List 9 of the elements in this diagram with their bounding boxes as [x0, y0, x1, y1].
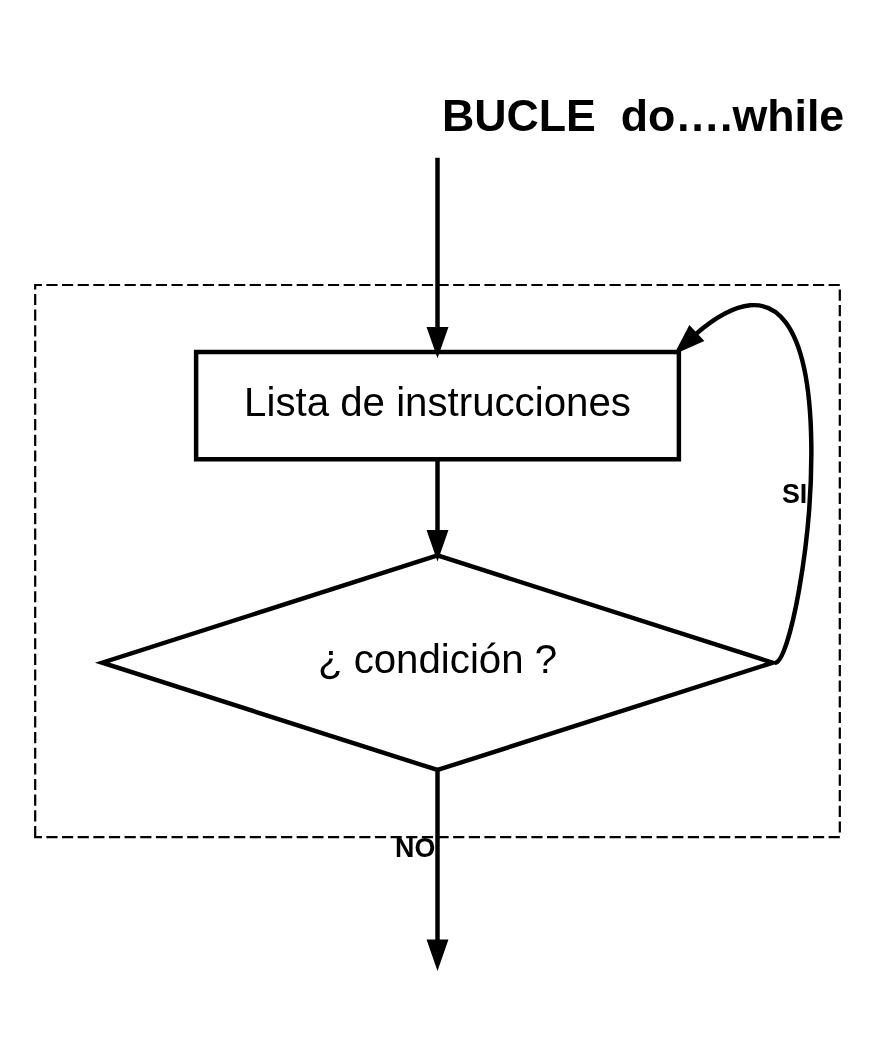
arrow	[426, 770, 449, 971]
arrow	[426, 459, 449, 561]
diagram-title: BUCLE do….while	[441, 90, 845, 140]
arrow	[426, 157, 449, 358]
arrow	[673, 303, 814, 664]
edge-label: SI	[781, 478, 808, 509]
cluster	[34, 283, 841, 838]
edge-label: NO	[395, 832, 436, 863]
node-box: Lista de instrucciones	[193, 349, 682, 462]
